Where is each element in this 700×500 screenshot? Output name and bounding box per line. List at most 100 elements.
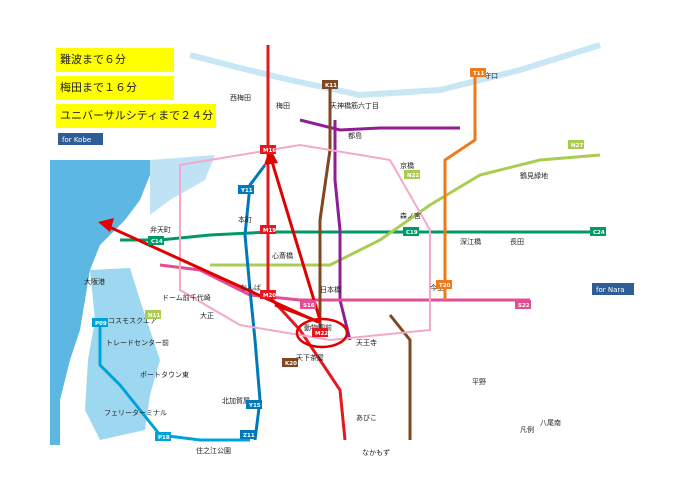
badge-M16: [260, 145, 276, 154]
badge-T11-label: T11: [473, 71, 485, 77]
badge-T20: [436, 280, 452, 289]
tanimachi-line-south: [333, 120, 352, 341]
chuo-line: [120, 230, 600, 242]
badge-N11: [145, 310, 161, 319]
badge-M20-label: M20: [263, 293, 276, 299]
station-hommachi: 本町: [238, 215, 252, 224]
station-tengachaya: 天下茶屋: [296, 353, 324, 362]
badge-N22-label: N22: [407, 173, 419, 179]
station-nishi-umeda: 西梅田: [230, 93, 251, 102]
nara-direction-box: [592, 283, 634, 295]
station-nagata: 長田: [510, 238, 524, 246]
station-abiko: あびこ: [356, 414, 377, 422]
badge-M20: [260, 290, 276, 299]
osaka-bay: [50, 160, 150, 445]
station-dobutsuen-mae: 動物園前: [304, 323, 332, 332]
badge-S22-label: S22: [518, 303, 530, 309]
badge-K11: [322, 80, 338, 89]
badge-Y15-label: Y15: [248, 403, 261, 409]
arrowhead-umeda: [264, 148, 278, 165]
bay-inlet: [150, 155, 215, 215]
nagahori-line: [210, 153, 601, 267]
badge-N22: [404, 170, 420, 179]
station-suminoekoen: 住之江公園: [196, 446, 231, 455]
badge-C24: [590, 227, 606, 236]
badge-M19-label: M19: [263, 228, 276, 234]
badge-Y11: [238, 185, 254, 194]
nanko-line: [98, 320, 250, 442]
badge-K20-label: K20: [285, 361, 297, 367]
station-umeda: 梅田: [276, 101, 290, 110]
station-morinomiya: 森ノ宮: [400, 211, 421, 220]
badge-M19: [260, 225, 276, 234]
nara-direction-label: for Nara: [596, 286, 625, 294]
station-namba: なんば: [240, 283, 261, 292]
station-tsurumi: 鶴見緑地: [520, 171, 548, 180]
station-tenjinbashi: 天神橋筋六丁目: [330, 101, 379, 110]
arrow-to-usj: [104, 223, 319, 324]
tanimachi-brown-line: [318, 80, 332, 330]
arrow-to-umeda: [268, 154, 322, 321]
kobe-direction-label: for Kobe: [62, 136, 91, 144]
jr-loop-line: [179, 143, 431, 342]
badge-S16: [300, 300, 316, 309]
badge-K11-label: K11: [325, 83, 337, 89]
station-bentencho: 弁天町: [150, 225, 171, 234]
arrowhead-usj: [98, 218, 114, 232]
badge-T20-label: T20: [439, 283, 451, 289]
sakaisuji-line: [388, 314, 412, 440]
station-tennoji: 天王寺: [356, 339, 377, 347]
station-shinsaibashi: 心斎橋: [272, 251, 293, 260]
badge-S16-label: S16: [303, 303, 315, 309]
badge-P09-label: P09: [95, 321, 107, 327]
station-kitakagaya: 北加賀屋: [222, 396, 250, 405]
station-nippombashi: 日本橋: [320, 285, 341, 294]
station-kyobashi: 京橋: [400, 161, 414, 170]
station-nakamozu: なかもず: [362, 448, 390, 457]
badge-K20: [282, 358, 298, 367]
badge-N11-label: N11: [148, 313, 160, 319]
station-yaominami: 八尾南: [540, 418, 561, 427]
badge-N27-label: N27: [571, 143, 583, 149]
badge-N27: [568, 140, 584, 149]
badge-M22-label: M22: [315, 331, 328, 337]
station-fukae: 深江橋: [460, 237, 481, 246]
station-miyakojima: 都島: [348, 131, 362, 140]
harbor: [85, 268, 160, 440]
station-moriguchi: 守口: [484, 71, 498, 80]
river-yodo: [189, 42, 601, 99]
station-trade-center: トレードセンター前: [106, 338, 169, 347]
station-taisho: 大正: [200, 311, 214, 320]
badge-C14-label: C14: [151, 239, 163, 245]
badge-M16-label: M16: [263, 148, 276, 154]
station-cosmosquare: コスモスクエア: [108, 317, 157, 325]
badge-C14: [148, 236, 164, 245]
station-dome-mae: ドーム前千代崎: [162, 293, 211, 302]
badge-P18-label: P18: [158, 435, 170, 441]
badge-Z11-label: Z11: [243, 433, 255, 439]
kobe-direction-box: [58, 133, 103, 145]
callout-umeda: 梅田まで１６分: [56, 76, 174, 100]
imazatosuji-line: [443, 75, 477, 300]
station-hirano: 平野: [472, 378, 486, 386]
badge-S22: [515, 300, 531, 309]
badge-Y15: [246, 400, 262, 409]
callout-namba: 難波まで６分: [56, 48, 174, 72]
badge-C24-label: C24: [593, 230, 605, 236]
legend-title: 凡例: [520, 425, 534, 434]
badge-Z11: [240, 430, 256, 439]
badge-P18: [155, 432, 171, 441]
station-osakako: 大阪港: [84, 277, 105, 286]
station-ferry-terminal: フェリーターミナル: [104, 408, 167, 417]
badge-T11: [470, 68, 486, 77]
callout-usj: ユニバーサルシティまで２４分: [56, 104, 216, 128]
badge-M22: [312, 328, 328, 337]
badge-P09: [92, 318, 108, 327]
badge-C19-label: C19: [406, 230, 418, 236]
station-port-town: ポートタウン東: [140, 370, 189, 379]
tanimachi-line: [299, 118, 460, 132]
badge-Y11-label: Y11: [240, 188, 253, 194]
badge-C19: [403, 227, 419, 236]
